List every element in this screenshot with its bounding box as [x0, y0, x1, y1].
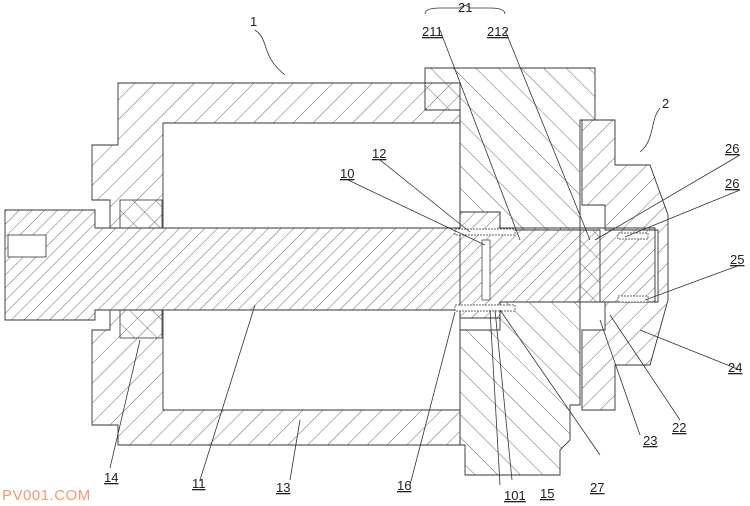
leader-lines — [109, 5, 741, 486]
housing-1 — [91, 82, 461, 446]
label-26a: 26 — [725, 141, 739, 156]
gap-10 — [481, 239, 491, 301]
cap-2 — [581, 119, 669, 411]
label-101: 101 — [504, 488, 526, 503]
label-12: 12 — [372, 146, 386, 161]
bearing-top — [119, 199, 163, 229]
label-212: 212 — [487, 24, 509, 39]
shaft-end-hole — [7, 234, 47, 258]
seal-16 — [454, 304, 516, 312]
label-23: 23 — [643, 433, 657, 448]
seal-12 — [454, 228, 516, 236]
label-2: 2 — [662, 96, 669, 111]
label-16: 16 — [397, 478, 411, 493]
seal-26 — [617, 232, 649, 240]
label-25: 25 — [730, 252, 744, 267]
label-13: 13 — [276, 480, 290, 495]
label-14: 14 — [104, 470, 118, 485]
label-26b: 26 — [725, 176, 739, 191]
label-211: 211 — [422, 24, 443, 39]
seal-25 — [617, 295, 649, 303]
label-22: 22 — [672, 420, 686, 435]
label-11: 11 — [192, 476, 206, 491]
label-1: 1 — [250, 14, 257, 29]
label-15: 15 — [540, 486, 554, 501]
label-27: 27 — [590, 480, 604, 495]
bearing-bottom — [119, 309, 163, 339]
shaft-11 — [4, 209, 656, 321]
label-10: 10 — [340, 166, 354, 181]
watermark: PV001.COM — [2, 487, 91, 504]
label-21: 21 — [458, 0, 472, 15]
label-24: 24 — [728, 360, 742, 375]
